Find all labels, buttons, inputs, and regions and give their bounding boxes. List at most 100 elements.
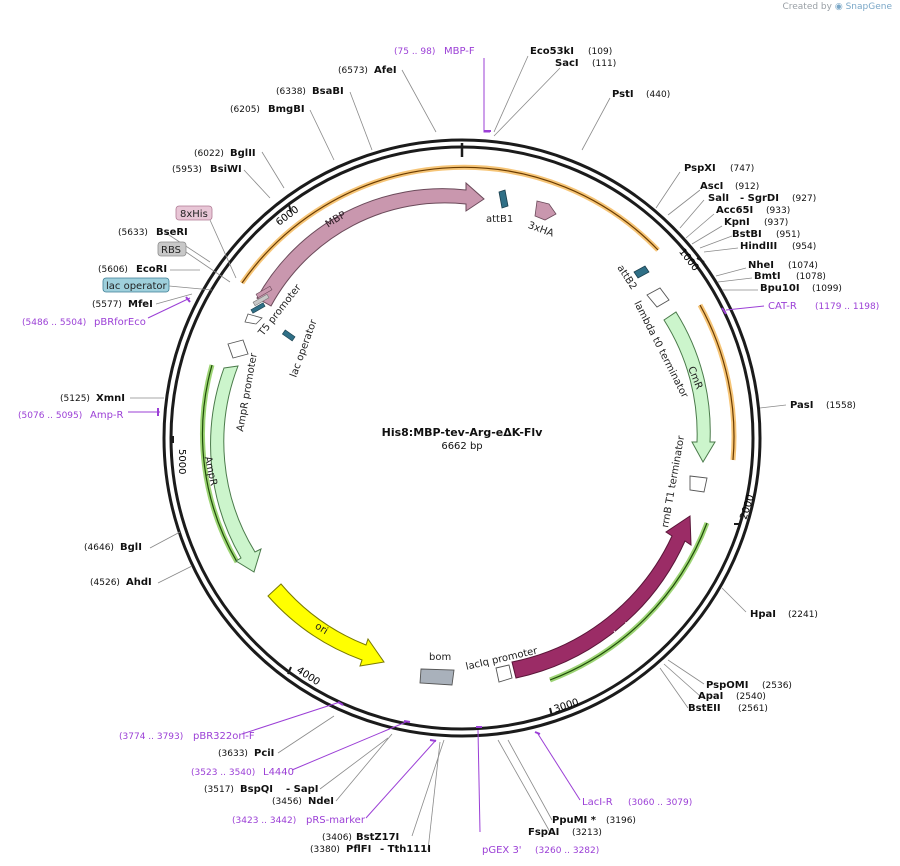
primer-cat-r-range: (1179 .. 1198)	[815, 302, 879, 312]
primer-pbr322ori-f[interactable]: pBR322ori-F	[193, 731, 255, 742]
site-bsabi[interactable]: BsaBI	[312, 86, 344, 97]
site-ahdi[interactable]: AhdI	[126, 577, 152, 588]
site-sali[interactable]: SalI	[708, 193, 729, 204]
attb1-label: attB1	[486, 214, 513, 225]
site-saci[interactable]: SacI	[555, 58, 579, 69]
site-bstz17i[interactable]: BstZ17I	[356, 832, 399, 843]
tick-mark-1000	[696, 257, 705, 263]
primer-laci-r[interactable]: LacI-R	[582, 797, 613, 808]
site-asci[interactable]: AscI	[700, 181, 723, 192]
primer-mbp-f[interactable]: MBP-F	[444, 46, 475, 57]
restriction-sites-left: AhdI (4526) BglI (4646) XmnI (5125) MfeI…	[60, 65, 397, 588]
site-bglii[interactable]: BglII	[230, 148, 256, 159]
rrnb-t1-terminator-feature[interactable]	[689, 475, 708, 493]
site-ndei[interactable]: NdeI	[308, 796, 334, 807]
tick-label-1000: 1000	[676, 247, 700, 274]
primer-amp-r[interactable]: Amp-R	[90, 410, 124, 421]
site-xmni[interactable]: XmnI	[96, 393, 125, 404]
site-acc65i[interactable]: Acc65I	[716, 205, 753, 216]
site-mfei[interactable]: MfeI	[128, 299, 153, 310]
site-bseri-pos: (5633)	[118, 228, 148, 238]
lac-operator-label-box	[102, 277, 170, 293]
highlight-bands	[200, 164, 737, 683]
ori-feature[interactable]	[267, 583, 385, 667]
site-afei[interactable]: AfeI	[374, 65, 397, 76]
mbp-feature[interactable]	[256, 181, 485, 307]
primer-prs-marker[interactable]: pRS-marker	[306, 815, 366, 826]
site-bspqi[interactable]: BspQI	[240, 784, 273, 795]
his-tag-marker[interactable]	[255, 285, 273, 299]
primer-pbrforeco[interactable]: pBRforEco	[94, 317, 146, 328]
site-saci-pos: (111)	[592, 59, 616, 69]
site-fspai[interactable]: FspAI	[528, 827, 559, 838]
site-sgrdi[interactable]: - SgrDI	[740, 193, 779, 204]
his-tag-label-box	[175, 205, 213, 221]
bom-feature[interactable]	[419, 668, 455, 686]
credit-prefix: Created by	[782, 2, 832, 12]
laci-feature[interactable]	[511, 515, 692, 679]
site-pasi[interactable]: PasI	[790, 400, 813, 411]
lac-operator-marker[interactable]	[250, 302, 266, 314]
site-bpu10i[interactable]: Bpu10I	[760, 283, 800, 294]
site-pspxi[interactable]: PspXI	[684, 163, 716, 174]
site-hpai[interactable]: HpaI	[750, 609, 776, 620]
site-pcii-pos: (3633)	[218, 749, 248, 759]
3xha-feature[interactable]	[534, 200, 557, 221]
lambda-t0-terminator-feature[interactable]	[646, 287, 670, 308]
site-mfei-pos: (5577)	[92, 300, 122, 310]
boxed-feature-labels: 8xHis RBS lac operator	[102, 205, 213, 293]
cmr-feature[interactable]	[663, 311, 716, 464]
site-hindiii[interactable]: HindIII	[740, 241, 777, 252]
primer-pbr322ori-f-range: (3774 .. 3793)	[119, 732, 183, 742]
rbs-marker[interactable]	[252, 293, 270, 307]
t5-promoter-feature[interactable]	[244, 313, 263, 325]
site-psti[interactable]: PstI	[612, 89, 634, 100]
lac-operator-feature-label: lac operator	[288, 317, 319, 379]
site-bseri[interactable]: BseRI	[156, 227, 188, 238]
primer-pgex-3[interactable]: pGEX 3'	[482, 845, 522, 856]
site-pspxi-pos: (747)	[730, 164, 754, 174]
restriction-sites-bottom: PpuMI * (3196) FspAI (3213) BstZ17I (340…	[204, 748, 636, 855]
site-bmti-pos: (1078)	[796, 272, 826, 282]
site-ecori[interactable]: EcoRI	[136, 264, 167, 275]
his-tag-label[interactable]: 8xHis	[180, 209, 208, 220]
bom-label: bom	[429, 652, 451, 663]
tick-mark-4000	[287, 666, 292, 675]
site-leader-lines	[130, 55, 787, 851]
site-bmti[interactable]: BmtI	[754, 271, 781, 282]
site-bspqi-pos: (3517)	[204, 785, 234, 795]
site-bsiwi[interactable]: BsiWI	[210, 164, 242, 175]
attb1-feature[interactable]	[498, 189, 509, 209]
site-kpni[interactable]: KpnI	[724, 217, 750, 228]
site-eco53ki[interactable]: Eco53kI	[530, 46, 574, 57]
site-tth111i[interactable]: - Tth111I	[380, 844, 431, 855]
site-nhei[interactable]: NheI	[748, 260, 774, 271]
site-pspomi-pos: (2536)	[762, 681, 792, 691]
site-sapi[interactable]: - SapI	[286, 784, 318, 795]
site-ppumi[interactable]: PpuMI *	[552, 815, 597, 826]
primer-l4440[interactable]: L4440	[263, 767, 294, 778]
site-bsteii[interactable]: BstEII	[688, 703, 721, 714]
lac-operator-label[interactable]: lac operator	[106, 281, 167, 292]
ampr-promoter-feature[interactable]	[227, 339, 249, 359]
site-xmni-pos: (5125)	[60, 394, 90, 404]
site-pspomi[interactable]: PspOMI	[706, 680, 748, 691]
primer-cat-r[interactable]: CAT-R	[768, 301, 797, 312]
lac-operator-feature[interactable]	[281, 329, 296, 342]
site-ahdi-pos: (4526)	[90, 578, 120, 588]
site-bstbi[interactable]: BstBI	[732, 229, 762, 240]
attb2-feature[interactable]	[633, 265, 650, 279]
site-bmgbi[interactable]: BmgBI	[268, 104, 305, 115]
site-apai[interactable]: ApaI	[698, 691, 723, 702]
site-pflfi-pos: (3380)	[310, 845, 340, 855]
primer-pgex-3-range: (3260 .. 3282)	[535, 846, 599, 856]
rbs-label[interactable]: RBS	[161, 245, 181, 256]
site-pcii[interactable]: PciI	[254, 748, 274, 759]
site-bgli[interactable]: BglI	[120, 542, 142, 553]
site-pflfi[interactable]: PflFI	[346, 844, 371, 855]
site-bsteii-pos: (2561)	[738, 704, 768, 714]
laciq-promoter-feature[interactable]	[495, 664, 513, 683]
ampr-feature[interactable]	[210, 365, 262, 573]
site-eco53ki-pos: (109)	[588, 47, 612, 57]
